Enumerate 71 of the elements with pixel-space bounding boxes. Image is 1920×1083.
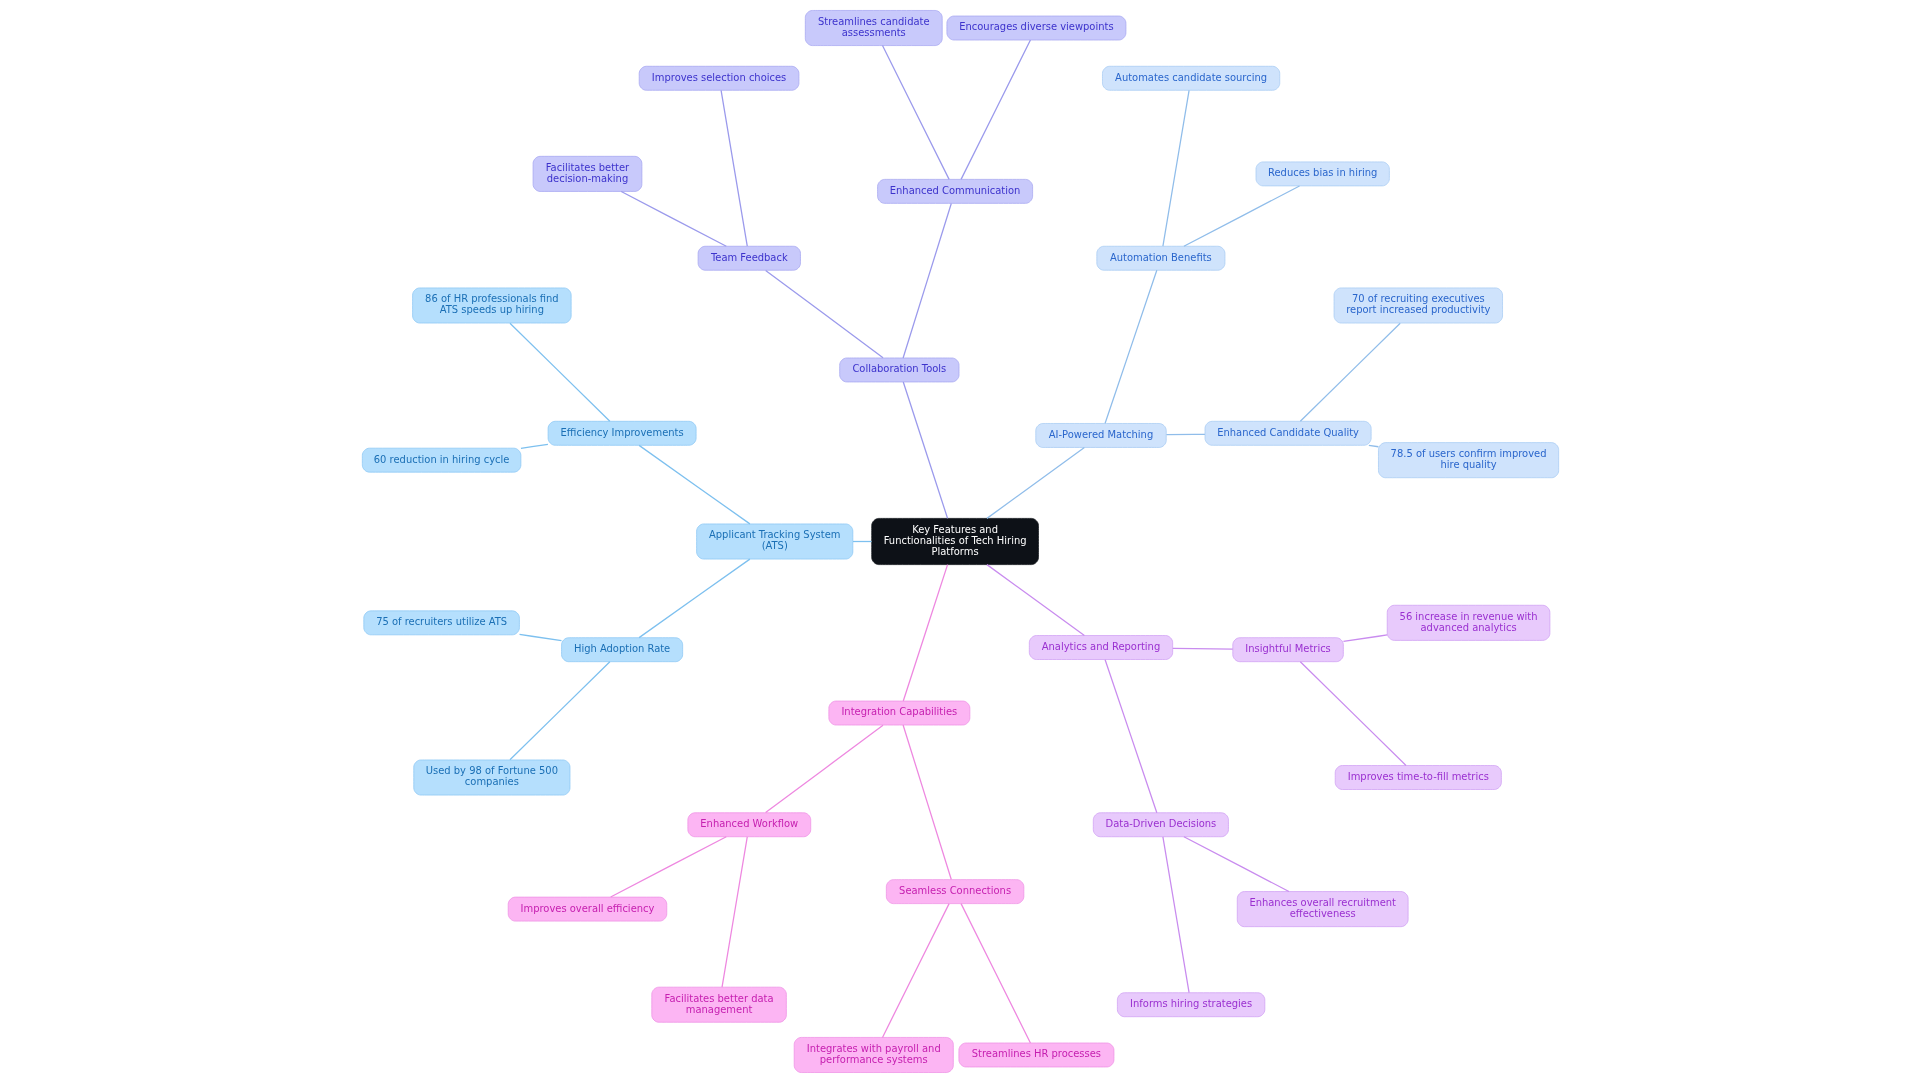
connector bbox=[985, 564, 1085, 637]
node-box: Collaboration Tools bbox=[838, 357, 959, 383]
connector bbox=[638, 558, 750, 639]
node-box: Applicant Tracking System (ATS) bbox=[695, 523, 853, 560]
node-box: Used by 98 of Fortune 500 companies bbox=[412, 759, 570, 796]
connector bbox=[851, 540, 872, 543]
node-box: Automates candidate sourcing bbox=[1101, 65, 1280, 91]
node-box: Enhances overall recruitment effectiveness bbox=[1236, 891, 1408, 928]
connector bbox=[1165, 433, 1206, 436]
connector bbox=[1342, 634, 1388, 643]
connector bbox=[764, 269, 884, 359]
connector bbox=[902, 381, 948, 519]
node-box: Key Features and Functionalities of Tech Hiring Platforms bbox=[870, 518, 1039, 565]
connector bbox=[508, 661, 610, 761]
connector bbox=[1182, 836, 1290, 893]
connector bbox=[959, 903, 1031, 1044]
node-box: Team Feedback bbox=[697, 245, 801, 271]
connector bbox=[764, 724, 884, 814]
node-box: Seamless Connections bbox=[885, 879, 1024, 904]
node-box: Enhanced Candidate Quality bbox=[1204, 420, 1372, 446]
connector bbox=[1182, 185, 1300, 247]
connector bbox=[1103, 269, 1157, 424]
connector bbox=[1103, 659, 1157, 814]
node-box: Integration Capabilities bbox=[828, 700, 970, 726]
node-box: Automation Benefits bbox=[1095, 245, 1225, 271]
connector bbox=[1171, 647, 1233, 650]
connector bbox=[959, 39, 1031, 180]
node-box: Analytics and Reporting bbox=[1028, 635, 1173, 660]
connector bbox=[901, 724, 952, 881]
connector bbox=[1299, 661, 1407, 767]
connector bbox=[902, 564, 948, 702]
connector bbox=[1161, 89, 1190, 247]
node-box: 60 reduction in hiring cycle bbox=[361, 447, 521, 473]
connector bbox=[881, 44, 950, 180]
node-box: Data-Driven Decisions bbox=[1092, 812, 1229, 838]
node-box: 70 of recruiting executives report increased productivity bbox=[1333, 287, 1503, 324]
node-box: Streamlines candidate assessments bbox=[804, 10, 943, 46]
connector bbox=[508, 322, 610, 422]
node-box: Improves time-to-fill metrics bbox=[1334, 765, 1502, 790]
node-box: Informs hiring strategies bbox=[1116, 992, 1265, 1018]
node-box: Improves overall efficiency bbox=[507, 896, 667, 922]
node-box: Efficiency Improvements bbox=[547, 420, 696, 446]
node-box: High Adoption Rate bbox=[560, 637, 683, 663]
node-box: Facilitates better decision-making bbox=[532, 155, 642, 192]
node-box: Improves selection choices bbox=[638, 65, 799, 91]
node-box: Reduces bias in hiring bbox=[1255, 161, 1390, 187]
node-box: 78.5 of users confirm improved hire quality bbox=[1377, 442, 1559, 479]
node-box: Insightful Metrics bbox=[1231, 637, 1344, 663]
connector bbox=[1367, 444, 1379, 448]
connector bbox=[638, 444, 750, 525]
node-box: Encourages diverse viewpoints bbox=[946, 15, 1126, 41]
node-box: Enhanced Workflow bbox=[687, 812, 811, 838]
connector bbox=[881, 903, 950, 1039]
connector bbox=[620, 190, 727, 247]
connector bbox=[720, 836, 748, 988]
connector bbox=[1299, 322, 1401, 422]
connector bbox=[985, 446, 1085, 519]
node-box: Enhanced Communication bbox=[876, 179, 1033, 204]
node-box: Streamlines HR processes bbox=[958, 1042, 1114, 1068]
connector bbox=[1161, 836, 1190, 994]
connector bbox=[901, 202, 952, 359]
connector bbox=[719, 89, 748, 247]
node-box: 56 increase in revenue with advanced analytics bbox=[1386, 604, 1550, 641]
node-box: 75 of recruiters utilize ATS bbox=[362, 610, 520, 636]
connector bbox=[519, 443, 549, 449]
node-box: Facilitates better data management bbox=[650, 986, 787, 1023]
node-box: Integrates with payroll and performance systems bbox=[793, 1037, 954, 1073]
connector bbox=[609, 836, 727, 898]
node-box: AI-Powered Matching bbox=[1034, 423, 1167, 448]
connector bbox=[518, 633, 562, 642]
node-box: 86 of HR professionals find ATS speeds up hiring bbox=[411, 287, 572, 324]
